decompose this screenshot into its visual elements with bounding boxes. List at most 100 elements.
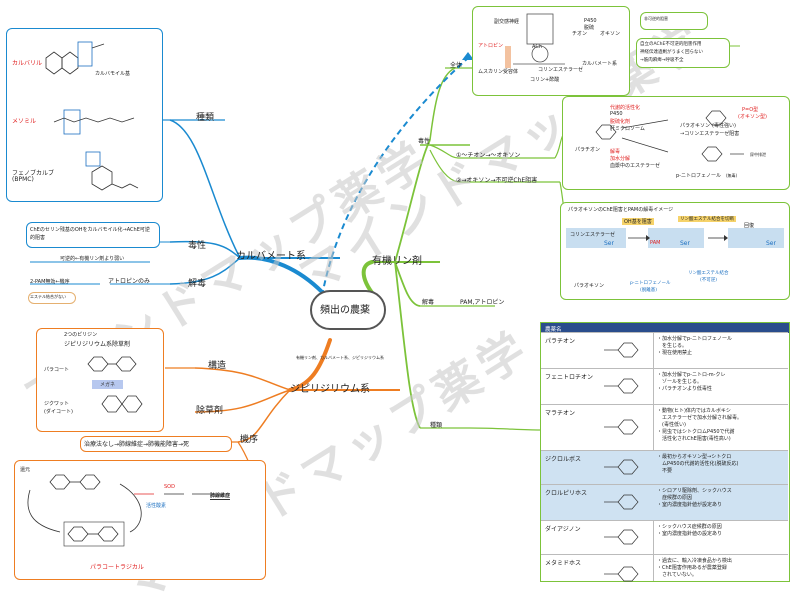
metab-paraoxon-note: (毒性強い) <box>712 123 736 129</box>
pam-nitrophenol2: (脱離基) <box>640 288 658 293</box>
table-row-name: パラチオン <box>545 338 576 345</box>
dipy-sod: SOD <box>164 484 175 490</box>
table-header-label: 農薬名 <box>545 327 562 333</box>
pam-enzyme-mid <box>648 228 704 248</box>
dipy-branch-label: ジピリジリウム系 <box>290 384 370 395</box>
table-row <box>541 520 788 555</box>
pam-ser-2: Ser <box>680 240 690 247</box>
table-row-desc: 不要 <box>657 468 673 474</box>
pam-box <box>560 202 790 300</box>
carbamate-atropine: アトロピンのみ <box>108 278 151 285</box>
metab-oxon-type: (オキソン型) <box>738 114 767 120</box>
pam-phosphate2: (不可逆) <box>700 278 718 283</box>
carbamate-toxicity-text: ChEのセリン残基のOHをカルバモイル化→AChE可逆的阻害 <box>30 227 150 241</box>
table-row-desc: ・過去に、輸入冷凍食品から検出 <box>657 558 732 564</box>
pam-ester-bond: リン酸エステル結合を切断 <box>678 216 736 222</box>
table-row-name: フェニトロチオン <box>545 374 594 381</box>
table-row-desc: ・パラチオンより低毒性 <box>657 386 712 392</box>
table-row-structure <box>604 378 639 394</box>
carbamate-toxicity-label: 毒性 <box>188 241 207 251</box>
dipy-treatment-box <box>80 436 232 452</box>
metab-p-o-type: P=O型 <box>742 107 759 113</box>
synapse-oxon: オキソン <box>600 31 621 37</box>
mindmap-connectors <box>30 45 740 481</box>
pam-enzyme-left <box>566 228 626 248</box>
paraquat-structure <box>87 356 137 372</box>
table-row-desc: 症候群の原因 <box>657 495 693 501</box>
dipy-mechanism-label: 機序 <box>240 435 259 445</box>
table-row-desc: ・室内濃度指針値の設定あり <box>657 531 723 537</box>
carbamate-structures-box <box>6 28 163 202</box>
center-footnote: 有機リン剤、カルバメート系、ジピリジリウム系 <box>296 355 384 360</box>
dipy-title-small: 2つのピリジン <box>64 332 98 338</box>
carbamate-types-label: 種類 <box>196 113 215 123</box>
pam-phosphate: リン酸エステル結合 <box>688 271 729 276</box>
paraquat-label: パラコート <box>44 367 70 373</box>
table-row <box>541 484 788 521</box>
metab-inhibit: →コリンエステラーゼ阻害 <box>680 131 740 137</box>
pam-recovery: 回復 <box>744 223 755 229</box>
table-row <box>541 332 788 369</box>
table-row-structure <box>604 529 639 545</box>
metab-desulfur: 脱硫化剤 <box>610 119 631 125</box>
carbamate-small-text: エステル結合がない <box>30 294 66 299</box>
metab-esterase: 血漿中のエステラーゼ <box>610 163 661 169</box>
table-header <box>541 323 789 333</box>
table-row <box>541 554 788 595</box>
metab-paraoxon: パラオキソン <box>680 123 711 129</box>
dipy-treatment-text: 治療法なし→肺線維症→肺機能障害→死 <box>84 441 190 448</box>
op-route2: ②→オキソン→不可逆ChE阻害 <box>456 177 538 184</box>
synapse-thion: チオン <box>572 31 588 37</box>
pam-ser-1: Ser <box>604 240 614 247</box>
op-route1: ①〜チオン→〜オキソン <box>456 152 521 159</box>
synapse-che: コリンエステラーゼ <box>538 67 584 73</box>
carbamate-antidote-label: 解毒 <box>188 279 207 289</box>
op-summary-text: 自立のAChE不可逆的阻害作用 神経伝達過剰がうまく回らない →筋肉麻痺→呼吸不… <box>640 42 703 63</box>
center-node[interactable] <box>310 290 386 330</box>
metab-p450: P450 <box>610 111 623 117</box>
dipy-reduction: 還元 <box>20 467 31 473</box>
bpmc-label: (BPMC) <box>12 176 34 183</box>
carbamate-small-box <box>28 292 76 304</box>
table-row-structure <box>604 459 639 475</box>
table-row-desc: ・室内濃度指針値が設定あり <box>657 502 723 508</box>
table-row-desc: ゾールを生じる。 <box>657 379 703 385</box>
methomyl-structure <box>53 109 135 135</box>
table-row-desc: ・ChE阻害作用あるが農薬登録 <box>657 565 727 571</box>
synapse-diagram-box <box>472 6 630 96</box>
table-row-structure <box>604 494 639 510</box>
dipy-fibrosis: 肺線維症 <box>210 493 231 500</box>
table-row-desc: ・加水分解でp-ニトロ-m-クレ <box>657 372 726 378</box>
dipy-herbicide-label: 除草剤 <box>196 406 224 416</box>
diquat-label-2: (ダイコート) <box>44 409 73 415</box>
table-row-name: メタミドホス <box>545 560 582 567</box>
op-antidote: PAM,アトロピン <box>460 299 505 306</box>
metab-excretion: 尿中排泄 <box>750 152 766 157</box>
table-row-desc: ・加水分解でp-ニトロフェノール <box>657 336 732 342</box>
pam-pam-label: PAM <box>650 240 661 246</box>
synapse-receptor: ムスカリン受容体 <box>478 69 519 75</box>
table-row-desc: (毒性低い) <box>657 422 686 428</box>
synapse-carbamate: カルバメート系 <box>582 61 618 67</box>
diquat-label: ジクワット <box>44 401 70 407</box>
table-row-structure <box>604 566 639 582</box>
op-antidote-label: 解毒 <box>422 299 435 306</box>
center-label: 頻出の農薬 <box>320 305 370 316</box>
op-overall-label: 全体 <box>450 62 463 69</box>
carbamate-toxicity-note: 可逆的←有機リン剤より弱い <box>60 256 125 262</box>
pam-arrows <box>628 235 728 241</box>
pam-paraoxon: パラオキソン <box>574 283 605 289</box>
table-row-desc: ・最初からオキソン型→シトクロ <box>657 454 732 460</box>
table-row <box>541 368 788 405</box>
table-row-name: ダイアジノン <box>545 526 581 533</box>
op-toxicity-label: 毒性 <box>418 138 431 145</box>
table-row-structure <box>604 342 639 358</box>
table-row-structure <box>604 419 639 435</box>
op-summary-box <box>636 38 730 68</box>
pam-ser-3: Ser <box>766 240 776 247</box>
metab-parathion: パラチオン <box>575 147 601 153</box>
ros-arrows <box>134 493 210 495</box>
fenobucarb-structure <box>85 151 139 191</box>
pam-nitrophenol: p-ニトロフェノール <box>630 281 671 286</box>
megane-badge: メガネ <box>92 380 124 389</box>
